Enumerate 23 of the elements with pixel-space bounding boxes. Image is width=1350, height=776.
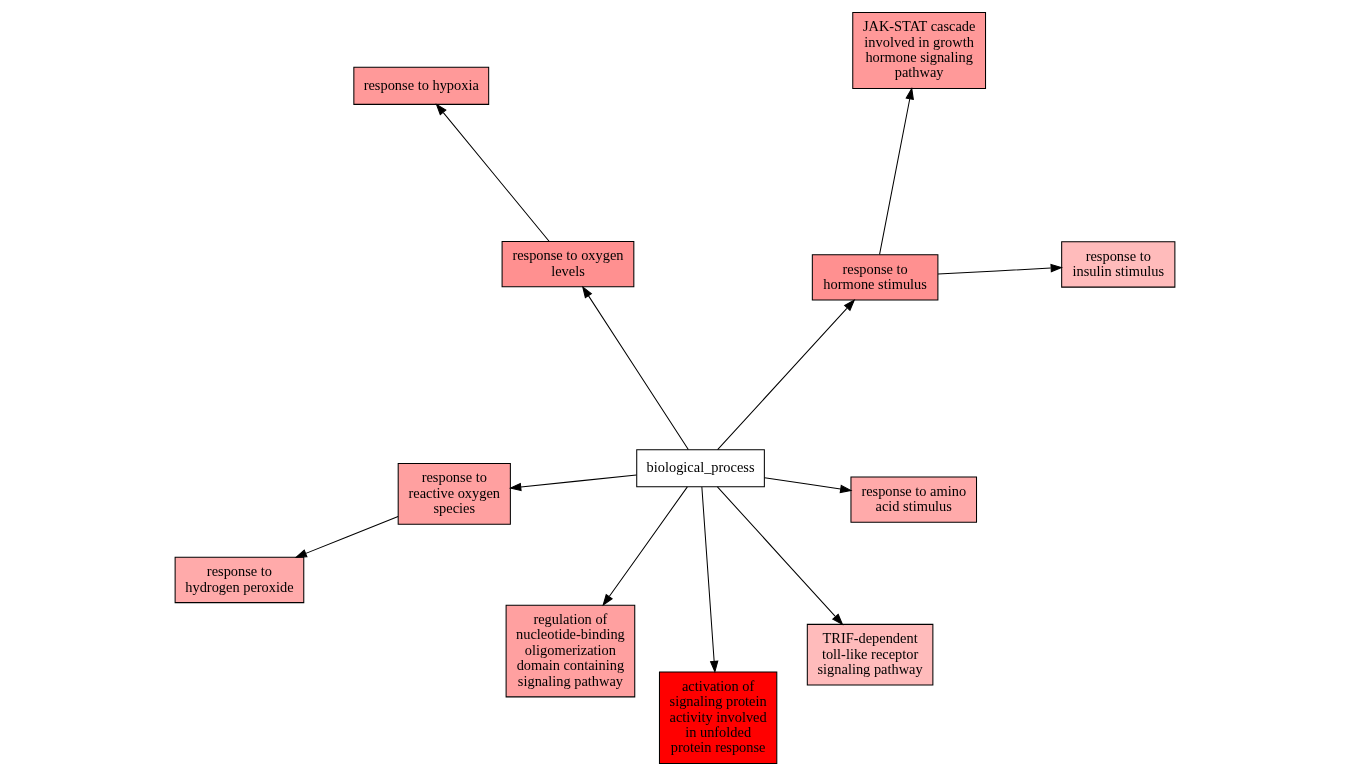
arrow <box>717 299 856 451</box>
node-box: TRIF-dependent toll-like receptor signaling pathway <box>806 623 934 686</box>
arrow <box>716 486 844 626</box>
arrow <box>508 474 637 492</box>
arrow <box>435 103 550 242</box>
arrow <box>602 486 688 607</box>
arrow <box>294 515 399 558</box>
node-box: response to insulin stimulus <box>1061 241 1176 288</box>
node-box: response to oxygen levels <box>501 241 635 288</box>
arrow <box>937 263 1063 275</box>
arrow <box>701 486 719 674</box>
node-box: biological_process <box>636 449 765 488</box>
arrow <box>581 285 689 450</box>
node-box: activation of signaling protein activity involved in unfolded protein response <box>658 671 778 765</box>
arrow <box>764 477 853 494</box>
node-box: response to amino acid stimulus <box>850 476 978 523</box>
node-box: response to hydrogen peroxide <box>174 556 305 604</box>
node-box: regulation of nucleotide-binding oligomerization domain containing signaling pathway <box>505 604 636 698</box>
node-box: response to hormone stimulus <box>811 254 939 301</box>
node-box: response to hypoxia <box>353 66 490 105</box>
arrow <box>879 87 914 255</box>
node-box: response to reactive oxygen species <box>397 463 511 525</box>
node-box: JAK-STAT cascade involved in growth hormone signaling pathway <box>852 11 987 90</box>
